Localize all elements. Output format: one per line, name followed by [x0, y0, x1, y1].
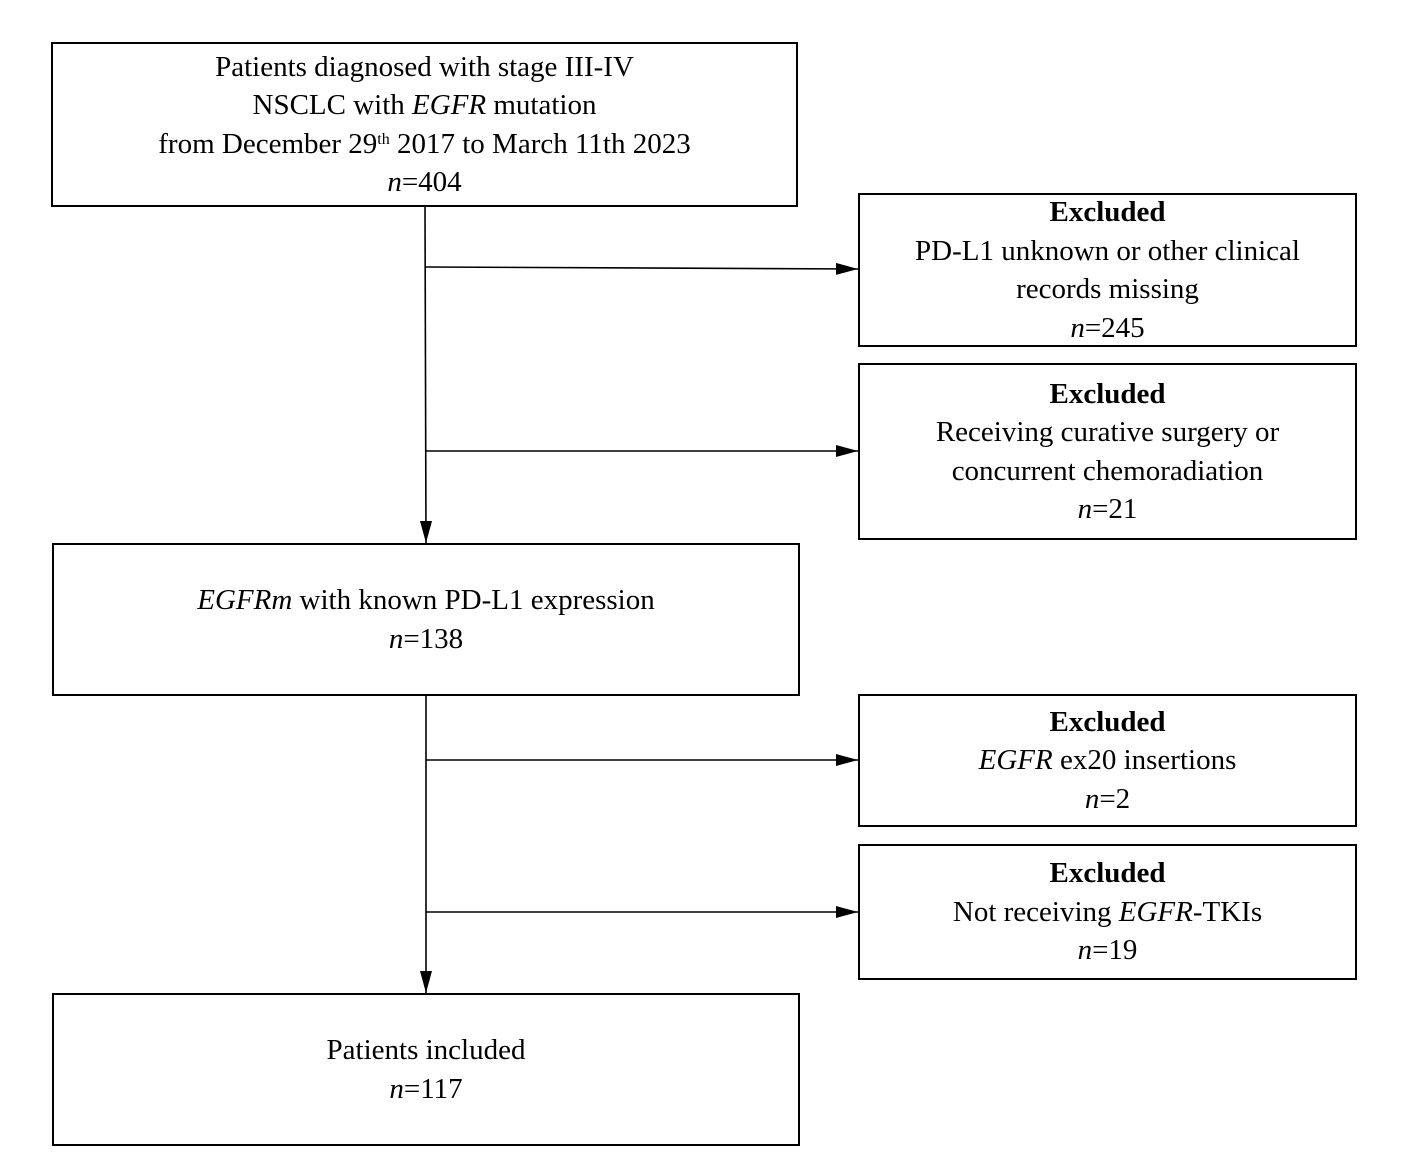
excluded-surgery-count: n=21 [1078, 490, 1138, 529]
known-pdl1-count: n=138 [389, 620, 463, 659]
start-date-ordinal: th [377, 130, 390, 148]
start-line-1: Patients diagnosed with stage III-IV [215, 50, 634, 83]
excluded-pdl1-count-value: =245 [1084, 311, 1145, 344]
start-date-from: from December 29 [158, 127, 378, 160]
start-count-value: =404 [401, 166, 462, 198]
box-excluded-no-tki: Excluded Not receiving EGFR-TKIs n=19 [858, 844, 1357, 980]
excluded-heading: Excluded [1049, 377, 1166, 410]
start-date-to: 2017 to March 11th 2023 [389, 127, 691, 160]
n-symbol: n [1084, 782, 1100, 815]
excluded-heading: Excluded [1049, 705, 1166, 738]
start-line-2-text: NSCLC with [252, 89, 413, 121]
box-start-population: Patients diagnosed with stage III-IV NSC… [51, 42, 798, 207]
n-symbol: n [388, 622, 404, 655]
excluded-tki-line-1-prefix: Not receiving [952, 895, 1119, 928]
box-patients-included: Patients included n=117 [52, 993, 800, 1146]
start-line-2: NSCLC with EGFR mutation [253, 86, 597, 125]
excluded-tki-gene-name: EGFR [1118, 895, 1193, 928]
known-pdl1-line-1-suffix: with known PD-L1 expression [292, 584, 655, 616]
n-symbol: n [389, 1072, 404, 1105]
start-line-2-suffix: mutation [486, 89, 597, 121]
excluded-pdl1-count: n=245 [1070, 309, 1144, 348]
box-excluded-curative-surgery: Excluded Receiving curative surgery or c… [858, 363, 1357, 540]
excluded-heading: Excluded [1049, 196, 1166, 228]
arrow-start-to-known-pdl1 [420, 205, 432, 544]
included-line-1: Patients included [326, 1034, 526, 1066]
excluded-pdl1-line-2: records missing [1016, 273, 1199, 305]
start-count: n=404 [387, 163, 461, 202]
included-count: n=117 [389, 1070, 462, 1109]
n-symbol: n [1077, 934, 1093, 967]
excluded-surgery-line-1: Receiving curative surgery or [935, 416, 1280, 448]
known-pdl1-line-1: EGFRm with known PD-L1 expression [197, 581, 655, 620]
start-gene-name: EGFR [412, 89, 487, 121]
excluded-ex20-line-1: EGFR ex20 insertions [979, 741, 1237, 780]
n-symbol: n [387, 166, 402, 198]
n-symbol: n [1077, 493, 1093, 525]
excluded-pdl1-line-1: PD-L1 unknown or other clinical [915, 234, 1300, 267]
n-symbol: n [1070, 311, 1085, 344]
known-pdl1-count-value: =138 [403, 622, 464, 655]
box-excluded-pdl1-unknown: Excluded PD-L1 unknown or other clinical… [858, 193, 1357, 347]
box-excluded-ex20-insertions: Excluded EGFR ex20 insertions n=2 [858, 694, 1357, 827]
excluded-surgery-count-value: =21 [1092, 493, 1138, 525]
excluded-tki-count: n=19 [1078, 931, 1138, 970]
excluded-ex20-count-value: =2 [1099, 782, 1131, 815]
excluded-tki-line-1: Not receiving EGFR-TKIs [953, 893, 1262, 932]
excluded-heading: Excluded [1049, 857, 1166, 890]
excluded-tki-count-value: =19 [1092, 934, 1138, 967]
excluded-ex20-count: n=2 [1085, 780, 1130, 819]
start-line-3: from December 29th 2017 to March 11th 20… [158, 125, 690, 164]
box-known-pdl1-expression: EGFRm with known PD-L1 expression n=138 [52, 543, 800, 696]
excluded-ex20-line-1-suffix: ex20 insertions [1052, 744, 1237, 777]
known-pdl1-gene-name: EGFRm [197, 584, 293, 616]
included-count-value: =117 [403, 1072, 463, 1105]
arrow-to-excluded-pdl1 [425, 262, 859, 275]
excluded-tki-line-1-suffix: -TKIs [1192, 895, 1263, 928]
excluded-ex20-gene-name: EGFR [978, 744, 1053, 777]
excluded-surgery-line-2: concurrent chemoradiation [951, 454, 1264, 487]
